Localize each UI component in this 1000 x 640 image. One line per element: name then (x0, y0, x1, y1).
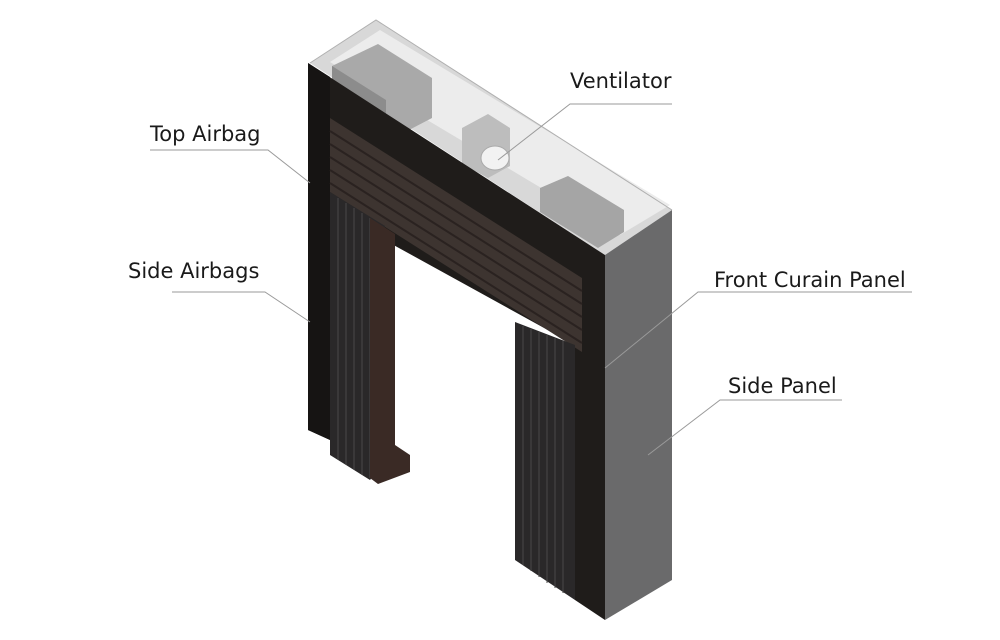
leader-side-airbags (172, 291, 311, 323)
side-panel (605, 210, 672, 620)
leader-ventilator (497, 103, 672, 161)
leader-lines (150, 103, 912, 456)
frame-left-post (308, 63, 330, 440)
side-airbag-right (515, 322, 575, 600)
leader-front-curtain (604, 291, 912, 369)
top-airbag-slats (329, 130, 583, 344)
label-side-panel: Side Panel (728, 374, 837, 398)
label-top-airbag: Top Airbag (150, 122, 261, 146)
ventilator-fan (480, 145, 510, 171)
side-airbag-right-pleats (522, 326, 564, 593)
top-rim-outline (309, 19, 673, 211)
label-side-airbags: Side Airbags (128, 259, 260, 283)
leader-top-airbag (150, 149, 311, 184)
label-front-curtain-panel: Front Curain Panel (714, 268, 906, 292)
leader-side-panel (647, 399, 842, 456)
side-airbag-left-inner (370, 218, 410, 484)
top-airbag (330, 118, 582, 352)
top-block-right (540, 176, 624, 248)
label-ventilator: Ventilator (570, 69, 672, 93)
